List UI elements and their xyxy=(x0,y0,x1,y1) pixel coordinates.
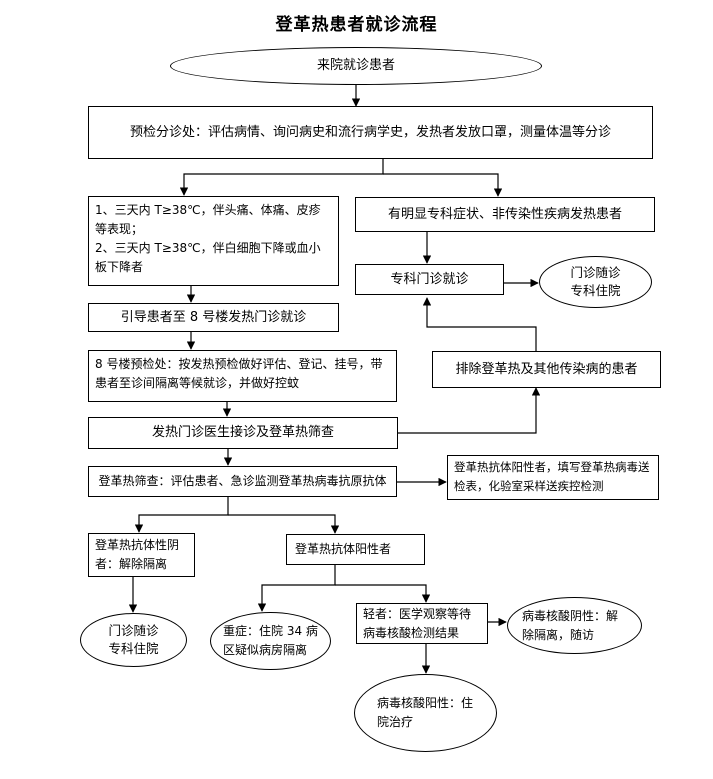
specialist-clinic-box: 专科门诊就诊 xyxy=(355,264,504,295)
severe-node: 重症：住院 34 病区疑似病房隔离 xyxy=(210,612,331,670)
followup-left-node: 门诊随诊 专科住院 xyxy=(80,613,187,667)
nucleic-negative-text: 病毒核酸阴性：解除隔离，随访 xyxy=(522,608,619,642)
arrow-triage-to-obvious xyxy=(383,173,503,197)
arrow-screening-to-negative xyxy=(134,497,229,533)
screening-text: 登革热筛查：评估患者、急诊监测登革热病毒抗原抗体 xyxy=(98,474,387,488)
arrow-triage-to-criteria xyxy=(179,158,384,196)
fever-doctor-text: 发热门诊医生接诊及登革热筛查 xyxy=(151,425,334,440)
mild-box: 轻者：医学观察等待病毒核酸检测结果 xyxy=(356,603,488,644)
nucleic-positive-node: 病毒核酸阳性：住院治疗 xyxy=(354,674,497,752)
antibody-negative-text: 登革热抗体性阴者：解除隔离 xyxy=(95,538,180,571)
followup-left-text: 门诊随诊 专科住院 xyxy=(108,623,159,656)
antibody-positive-box: 登革热抗体阳性者 xyxy=(286,534,425,565)
nucleic-positive-text: 病毒核酸阳性：住院治疗 xyxy=(377,696,474,729)
nucleic-negative-node: 病毒核酸阴性：解除隔离，随访 xyxy=(507,597,642,654)
specialist-clinic-text: 专科门诊就诊 xyxy=(390,271,469,287)
arrow-positive-to-mild xyxy=(335,584,431,603)
triage-box: 预检分诊处：评估病情、询问病史和流行病学史，发热者发放口罩，测量体温等分诊 xyxy=(88,106,653,159)
guide-box: 引导患者至 8 号楼发热门诊就诊 xyxy=(88,303,339,332)
antibody-positive-text: 登革热抗体阳性者 xyxy=(295,542,392,556)
exclude-text: 排除登革热及其他传染病的患者 xyxy=(455,361,638,377)
criteria-item-2: 2、三天内 T≥38℃，伴白细胞下降或血小板下降者 xyxy=(95,241,321,274)
triage-text: 预检分诊处：评估病情、询问病史和流行病学史，发热者发放口罩，测量体温等分诊 xyxy=(129,124,611,140)
exclude-box: 排除登革热及其他传染病的患者 xyxy=(432,351,661,388)
positive-report-text: 登革热抗体阳性者，填写登革热病毒送检表，化验室采样送疾控检测 xyxy=(454,460,650,493)
page-title: 登革热患者就诊流程 xyxy=(275,15,438,35)
arrow-screening-to-positive xyxy=(228,514,340,534)
arrow-doctor-to-exclude xyxy=(398,387,541,434)
criteria-item-1: 1、三天内 T≥38℃，伴头痛、体痛、皮疹等表现； xyxy=(95,203,321,236)
obvious-box: 有明显专科症状、非传染性疾病发热患者 xyxy=(355,197,655,232)
start-node-label: 来院就诊患者 xyxy=(316,58,395,73)
mild-text: 轻者：医学观察等待病毒核酸检测结果 xyxy=(363,607,472,640)
start-node: 来院就诊患者 xyxy=(170,47,542,85)
arrow-exclude-to-specialist xyxy=(422,297,537,351)
building8-box: 8 号楼预检处：按发热预检做好评估、登记、挂号，带患者至诊间隔离等候就诊，并做好… xyxy=(88,350,397,402)
fever-doctor-box: 发热门诊医生接诊及登革热筛查 xyxy=(88,417,398,449)
severe-text: 重症：住院 34 病区疑似病房隔离 xyxy=(223,624,318,657)
obvious-text: 有明显专科症状、非传染性疾病发热患者 xyxy=(387,206,622,222)
antibody-negative-box: 登革热抗体性阴者：解除隔离 xyxy=(88,533,195,577)
arrow-positive-to-severe xyxy=(257,564,336,612)
followup-right-node: 门诊随诊 专科住院 xyxy=(539,256,652,308)
screening-box: 登革热筛查：评估患者、急诊监测登革热病毒抗原抗体 xyxy=(88,466,397,497)
building8-text: 8 号楼预检处：按发热预检做好评估、登记、挂号，带患者至诊间隔离等候就诊，并做好… xyxy=(95,357,383,390)
criteria-box: 1、三天内 T≥38℃，伴头痛、体痛、皮疹等表现； 2、三天内 T≥38℃，伴白… xyxy=(88,196,339,286)
positive-report-box: 登革热抗体阳性者，填写登革热病毒送检表，化验室采样送疾控检测 xyxy=(447,455,659,500)
followup-right-text: 门诊随诊 专科住院 xyxy=(570,265,621,298)
guide-text: 引导患者至 8 号楼发热门诊就诊 xyxy=(120,309,307,325)
